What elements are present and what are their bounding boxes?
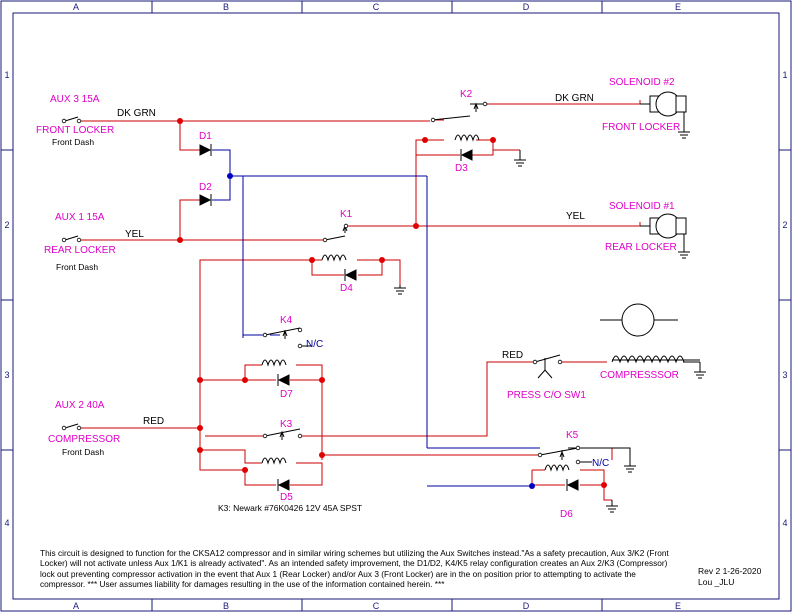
footer-note: This circuit is designed to function for… [40,548,669,590]
aux2-location: Front Dash [62,447,104,457]
grid-row-3-left: 3 [4,370,9,380]
press-switch-label: PRESS C/O SW1 [507,390,586,401]
diode-d7-label: D7 [280,389,293,400]
ground-symbols [394,130,706,513]
aux2-name: COMPRESSOR [48,434,120,445]
ground-sol1-icon [678,250,690,259]
revision-label: Rev 2 1-26-2020 [698,566,762,576]
k2-coil [454,134,480,142]
diode-d1-label: D1 [199,131,212,142]
solenoid-1-title: SOLENOID #1 [609,201,675,212]
solenoid-motors [600,91,687,337]
solenoid-2-icon [640,91,687,117]
diode-d4-label: D4 [340,283,353,294]
junction-dots [61,101,607,489]
d1-diode [199,144,212,156]
relay-labels: K2 K1 K4 K3 K5 N/C N/C [280,89,609,469]
grid-col-a-top: A [73,2,79,12]
red-wiring [80,100,641,501]
aux3-location: Front Dash [52,137,94,147]
wire-yel-left: YEL [125,229,144,240]
grid-row-2-left: 2 [4,220,9,230]
grid-col-d-top: D [523,2,530,12]
grid-row-4-left: 4 [4,518,9,528]
d5-diode [277,479,290,491]
aux3-title: AUX 3 15A [50,94,100,105]
grid-labels: A B C D E A B C D E 1 2 3 4 1 2 3 4 [4,2,787,611]
wire-yel-right: YEL [566,211,585,222]
ground-k1-icon [394,285,406,295]
relay-coils [261,134,685,472]
relay-k5-nc-label: N/C [592,458,609,469]
grid-col-e-top: E [675,2,681,12]
diodes [199,144,579,491]
wire-red-press: RED [502,350,523,361]
aux1-title: AUX 1 15A [55,212,105,223]
k1-coil [321,254,347,262]
ground-compressor-icon [694,362,706,379]
switch-labels: AUX 3 15A FRONT LOCKER Front Dash AUX 1 … [36,94,120,457]
grid-col-b-bottom: B [223,601,229,611]
grid-row-1-right: 1 [782,70,787,80]
relay-k4-label: K4 [280,315,293,326]
k3-coil [261,457,287,465]
wire-dk-grn-left: DK GRN [117,108,156,119]
diode-d3-label: D3 [455,163,468,174]
d7-diode [277,374,290,386]
k3-part-number: K3: Newark #76K0426 12V 45A SPST [218,503,362,513]
aux3-name: FRONT LOCKER [36,125,114,136]
grid-col-a-bottom: A [73,601,79,611]
d6-diode [566,479,579,491]
grid-col-d-bottom: D [523,601,530,611]
grid-row-3-right: 3 [782,370,787,380]
d2-diode [199,194,212,206]
solenoid-2-title: SOLENOID #2 [609,77,675,88]
load-labels: SOLENOID #2 FRONT LOCKER SOLENOID #1 REA… [507,77,680,401]
relay-k4-nc-label: N/C [306,339,323,350]
grid-col-b-top: B [223,2,229,12]
relay-k2-label: K2 [460,89,473,100]
aux1-location: Front Dash [56,262,98,272]
aux1-name: REAR LOCKER [44,245,116,256]
solenoid-1-icon [640,213,687,239]
wire-dk-grn-right: DK GRN [555,93,594,104]
relay-k1-label: K1 [340,209,353,220]
solenoid-2-name: FRONT LOCKER [602,122,680,133]
k5-coil [544,464,570,472]
grid-col-c-top: C [373,2,380,12]
compressor-motor-icon [600,303,678,337]
author-label: Lou _JLU [698,576,735,587]
ground-k5-icon [624,462,636,473]
diode-d2-label: D2 [199,182,212,193]
wire-labels: DK GRN DK GRN YEL YEL RED RED [117,93,594,427]
solenoid-1-name: REAR LOCKER [605,242,677,253]
relay-k3-label: K3 [280,419,293,430]
compressor-label: COMPRESSSOR [600,370,679,381]
grid-row-4-right: 4 [782,518,787,528]
grid-col-c-bottom: C [373,601,380,611]
compressor-coil [611,355,685,364]
d4-diode [344,269,357,281]
diode-labels: D1 D2 D3 D4 D7 D5 D6 [199,131,573,520]
k4-coil [261,359,287,367]
ground-k2-icon [514,150,526,167]
wire-red-aux2: RED [143,416,164,427]
ground-sol2-icon [678,130,690,139]
diode-d6-label: D6 [560,509,573,520]
d3-diode [460,149,473,161]
black-wiring [64,102,700,463]
grid-col-e-bottom: E [675,601,681,611]
revision-block: Rev 2 1-26-2020 Lou _JLU [698,566,761,587]
grid-row-2-right: 2 [782,220,787,230]
diode-d5-label: D5 [280,492,293,503]
ground-d6-icon [606,500,618,513]
grid-row-1-left: 1 [4,70,9,80]
relay-k5-label: K5 [566,430,579,441]
aux2-title: AUX 2 40A [55,400,105,411]
